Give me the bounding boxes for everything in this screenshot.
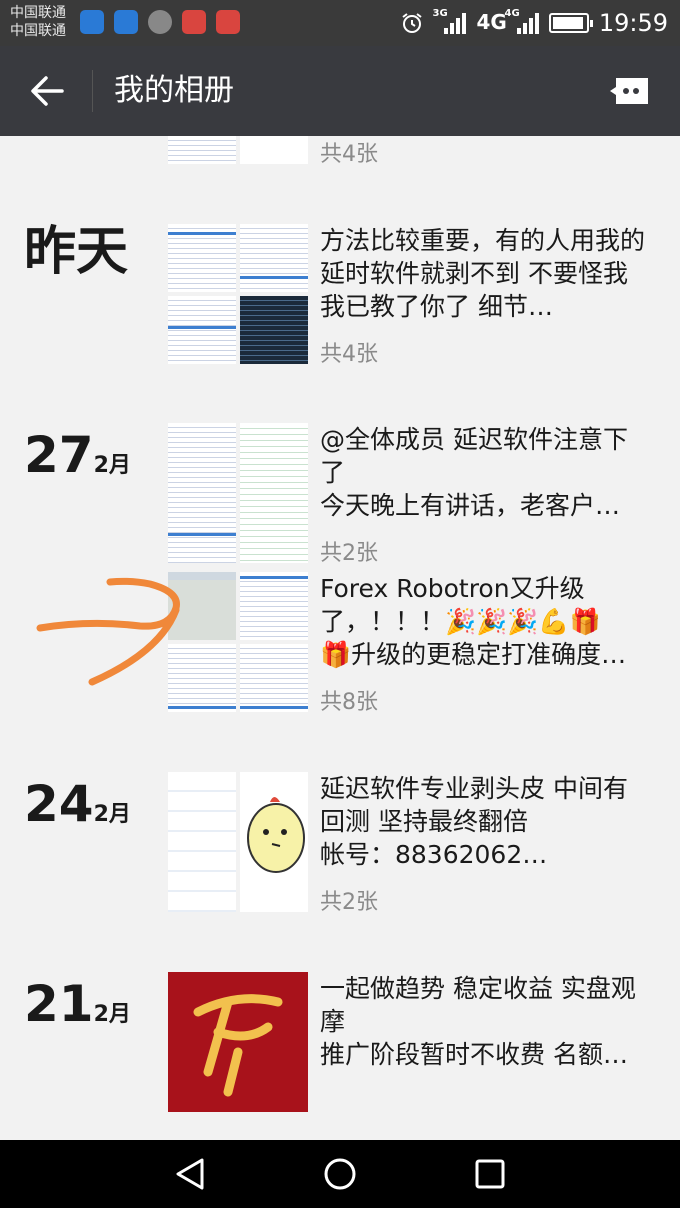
photo-count: 共4张 (320, 342, 378, 367)
album-thumbnail[interactable] (168, 772, 308, 912)
cartoon-image (240, 136, 308, 164)
date-label: 昨天 (24, 222, 129, 282)
album-entry[interactable]: 昨天 方法比较重要，有的人用我的延时软件就剥不到 不要怪我 我已教了你了 细节…… (0, 224, 680, 384)
album-thumbnail[interactable] (168, 972, 308, 1112)
avatar-notification-icon (148, 10, 172, 34)
title-divider (92, 70, 93, 112)
album-caption: 方法比较重要，有的人用我的延时软件就剥不到 不要怪我 我已教了你了 细节… (320, 226, 646, 321)
cartoon-chicken-image (247, 797, 305, 873)
photo-count: 共4张 (320, 142, 378, 167)
carrier-labels: 中国联通 中国联通 (10, 4, 66, 40)
system-nav-bar (0, 1140, 680, 1208)
signal-3g-icon: 3G (432, 8, 467, 34)
hand-drawn-arrow-annotation (36, 577, 180, 686)
red-calligraphy-image (168, 972, 308, 1112)
clock: 19:59 (598, 9, 668, 37)
album-caption: Forex Robotron又升级了，！！！🎉🎉🎉💪🎁 🎁升级的更稳定打准确度… (320, 574, 627, 669)
album-thumbnail[interactable] (168, 224, 308, 364)
album-entry[interactable]: 242月 延迟软件专业剥头皮 中间有回测 坚持最终翻倍 帐号：88362062…… (0, 772, 680, 922)
battery-icon (548, 13, 593, 33)
nav-home-icon[interactable] (320, 1154, 360, 1194)
photo-count: 共8张 (320, 690, 378, 715)
carrier-1: 中国联通 (10, 5, 66, 21)
date-month: 2月 (93, 453, 131, 478)
album-entry[interactable]: Forex Robotron又升级了，！！！🎉🎉🎉💪🎁 🎁升级的更稳定打准确度…… (0, 572, 680, 722)
date-month: 2月 (93, 1002, 131, 1027)
date-day: 27 (24, 426, 94, 484)
title-bar: 我的相册 (0, 46, 680, 136)
date-month: 2月 (93, 802, 131, 827)
alarm-icon (402, 13, 423, 33)
nav-back-icon[interactable] (170, 1154, 210, 1194)
album-thumbnail[interactable] (168, 423, 308, 563)
arrow-left-icon[interactable] (28, 74, 68, 108)
nav-recents-icon[interactable] (470, 1154, 510, 1194)
signal-4g-icon: 4G 4G (476, 8, 539, 34)
date-label: 242月 (24, 776, 131, 843)
status-bar: 中国联通 中国联通 3G 4G 4G 19:59 (0, 0, 680, 46)
date-day: 21 (24, 975, 94, 1033)
photo-count: 共2张 (320, 890, 378, 915)
date-label: 272月 (24, 427, 131, 494)
album-entry[interactable]: 212月 一起做趋势 稳定收益 实盘观摩 推广阶段暂时不收费 名额… (0, 972, 680, 1140)
album-entry[interactable]: 共4张 (0, 136, 680, 176)
carrier-2: 中国联通 (10, 23, 66, 39)
album-caption: @全体成员 延迟软件注意下了 今天晚上有讲话，老客户… (320, 425, 628, 520)
page-title: 我的相册 (114, 73, 234, 108)
photo-count: 共2张 (320, 541, 378, 566)
date-day: 24 (24, 775, 94, 833)
app-notification-icon (114, 10, 138, 34)
album-entry[interactable]: 272月 @全体成员 延迟软件注意下了 今天晚上有讲话，老客户… 共2张 (0, 423, 680, 573)
album-caption: 一起做趋势 稳定收益 实盘观摩 推广阶段暂时不收费 名额… (320, 974, 636, 1069)
app-notification-icon (216, 10, 240, 34)
notification-icons (80, 10, 240, 34)
message-icon[interactable] (608, 76, 650, 106)
album-caption: 延迟软件专业剥头皮 中间有回测 坚持最终翻倍 帐号：88362062… (320, 774, 628, 869)
album-list: 共4张 昨天 方法比较重要，有的人用我的延时软件就剥不到 不要怪我 我已教了你了… (0, 136, 680, 1140)
cloud-notification-icon (182, 10, 206, 34)
album-thumbnail[interactable] (168, 572, 308, 712)
app-notification-icon (80, 10, 104, 34)
album-thumbnail[interactable] (168, 136, 308, 164)
date-label: 212月 (24, 976, 131, 1043)
